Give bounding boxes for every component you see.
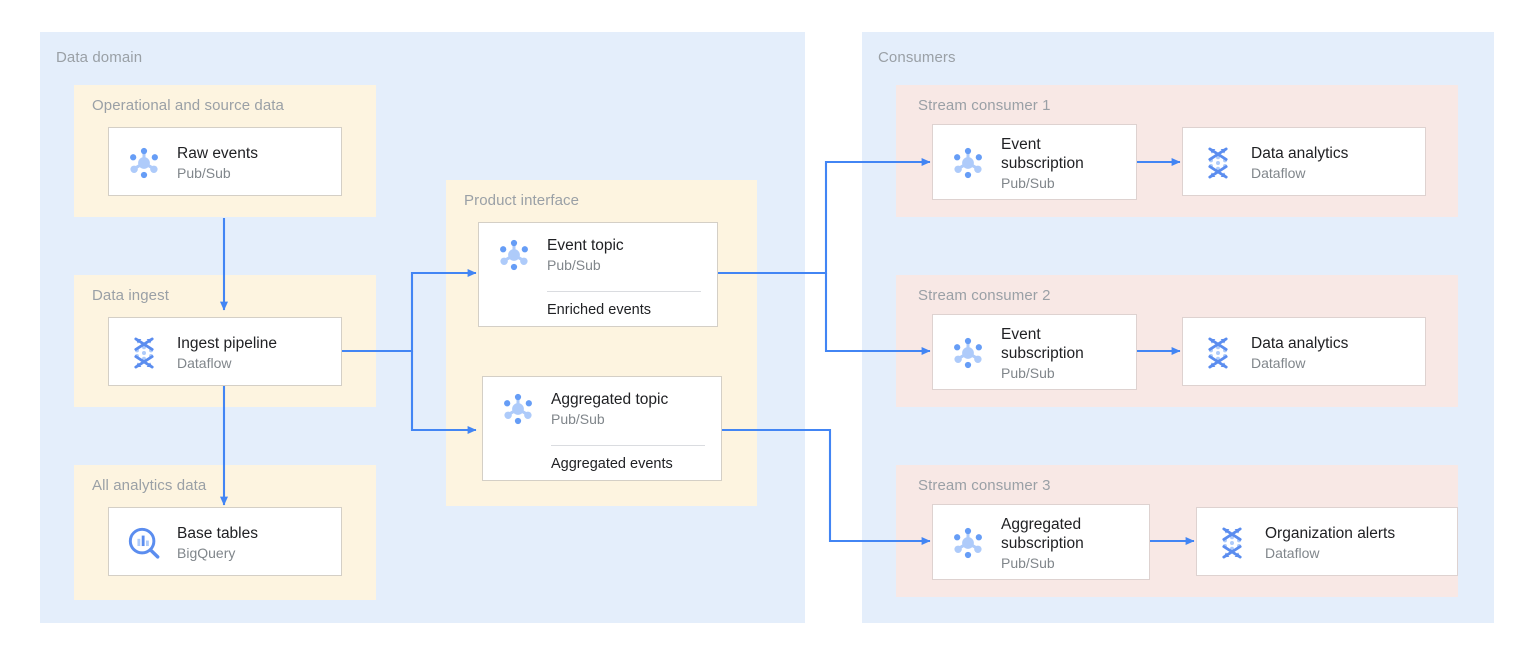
card-event-subscription-1-text: Event subscription Pub/Sub xyxy=(1001,135,1084,192)
card-event-subscription-1-title: Event subscription xyxy=(1001,135,1084,172)
pubsub-icon xyxy=(500,239,528,270)
card-organization-alerts-text: Organization alerts Dataflow xyxy=(1265,524,1395,562)
group-data-ingest-label: Data ingest xyxy=(92,287,169,304)
panel-consumers-label: Consumers xyxy=(878,49,956,66)
card-aggregated-subscription[interactable]: Aggregated subscription Pub/Sub xyxy=(932,504,1150,580)
panel-data-domain-label: Data domain xyxy=(56,49,143,66)
card-data-analytics-1-subtitle: Dataflow xyxy=(1251,164,1306,181)
card-raw-events[interactable]: Raw events Pub/Sub xyxy=(108,127,342,196)
card-aggregated-subscription-text: Aggregated subscription Pub/Sub xyxy=(1001,515,1084,572)
card-aggregated-topic-title: Aggregated topic xyxy=(551,390,669,408)
card-base-tables-text: Base tables BigQuery xyxy=(177,524,258,562)
card-raw-events-text: Raw events Pub/Sub xyxy=(177,144,258,182)
group-stream-consumer-3-label: Stream consumer 3 xyxy=(918,477,1051,494)
card-aggregated-topic-text: Aggregated topic Pub/Sub xyxy=(551,390,668,428)
card-event-topic-footer: Enriched events xyxy=(547,302,651,318)
card-data-analytics-2-title: Data analytics xyxy=(1251,334,1349,352)
pubsub-icon xyxy=(130,147,158,178)
card-event-subscription-1-subtitle: Pub/Sub xyxy=(1001,174,1055,191)
card-aggregated-topic-footer: Aggregated events xyxy=(551,456,673,472)
card-raw-events-title: Raw events xyxy=(177,144,258,162)
card-event-topic-subtitle: Pub/Sub xyxy=(547,256,601,273)
card-data-analytics-1-text: Data analytics Dataflow xyxy=(1251,144,1348,182)
card-ingest-pipeline-title: Ingest pipeline xyxy=(177,334,277,352)
group-product-interface-label: Product interface xyxy=(464,192,580,209)
card-event-topic-text: Event topic Pub/Sub xyxy=(547,236,624,274)
card-ingest-pipeline-subtitle: Dataflow xyxy=(177,354,232,371)
card-event-subscription-2-subtitle: Pub/Sub xyxy=(1001,364,1055,381)
card-event-topic-divider xyxy=(547,291,701,292)
card-aggregated-topic-subtitle: Pub/Sub xyxy=(551,410,605,427)
group-operational-and-source-data-label: Operational and source data xyxy=(92,97,284,114)
card-event-subscription-1[interactable]: Event subscription Pub/Sub xyxy=(932,124,1137,200)
card-aggregated-topic-divider xyxy=(551,445,705,446)
card-event-subscription-2-text: Event subscription Pub/Sub xyxy=(1001,325,1084,382)
card-data-analytics-1[interactable]: Data analytics Dataflow xyxy=(1182,127,1426,196)
card-raw-events-subtitle: Pub/Sub xyxy=(177,164,231,181)
card-event-subscription-2-title: Event subscription xyxy=(1001,325,1084,362)
card-aggregated-topic[interactable]: Aggregated topic Pub/Sub Aggregated even… xyxy=(482,376,722,481)
card-ingest-pipeline[interactable]: Ingest pipeline Dataflow xyxy=(108,317,342,386)
pubsub-icon xyxy=(954,337,982,369)
card-data-analytics-1-title: Data analytics xyxy=(1251,144,1349,162)
card-event-subscription-2[interactable]: Event subscription Pub/Sub xyxy=(932,314,1137,390)
card-organization-alerts-title: Organization alerts xyxy=(1265,524,1396,542)
card-aggregated-subscription-title: Aggregated subscription xyxy=(1001,515,1084,552)
card-base-tables-title: Base tables xyxy=(177,524,258,542)
card-base-tables[interactable]: Base tables BigQuery xyxy=(108,507,342,576)
card-organization-alerts-subtitle: Dataflow xyxy=(1265,544,1320,561)
dataflow-icon xyxy=(1222,527,1242,558)
group-stream-consumer-1-label: Stream consumer 1 xyxy=(918,97,1051,114)
pubsub-icon xyxy=(954,527,982,559)
group-all-analytics-data-label: All analytics data xyxy=(92,477,207,494)
card-event-topic-title: Event topic xyxy=(547,236,624,254)
card-organization-alerts[interactable]: Organization alerts Dataflow xyxy=(1196,507,1458,576)
card-aggregated-subscription-subtitle: Pub/Sub xyxy=(1001,554,1055,571)
card-data-analytics-2[interactable]: Data analytics Dataflow xyxy=(1182,317,1426,386)
dataflow-icon xyxy=(134,337,154,368)
dataflow-icon xyxy=(1208,337,1228,368)
dataflow-icon xyxy=(1208,147,1228,178)
group-stream-consumer-2-label: Stream consumer 2 xyxy=(918,287,1051,304)
card-data-analytics-2-subtitle: Dataflow xyxy=(1251,354,1306,371)
pubsub-icon xyxy=(504,393,532,424)
card-base-tables-subtitle: BigQuery xyxy=(177,544,236,561)
pubsub-icon xyxy=(954,147,982,179)
card-event-topic[interactable]: Event topic Pub/Sub Enriched events xyxy=(478,222,718,327)
card-data-analytics-2-text: Data analytics Dataflow xyxy=(1251,334,1348,372)
bigquery-icon xyxy=(128,527,160,559)
card-ingest-pipeline-text: Ingest pipeline Dataflow xyxy=(177,334,277,372)
